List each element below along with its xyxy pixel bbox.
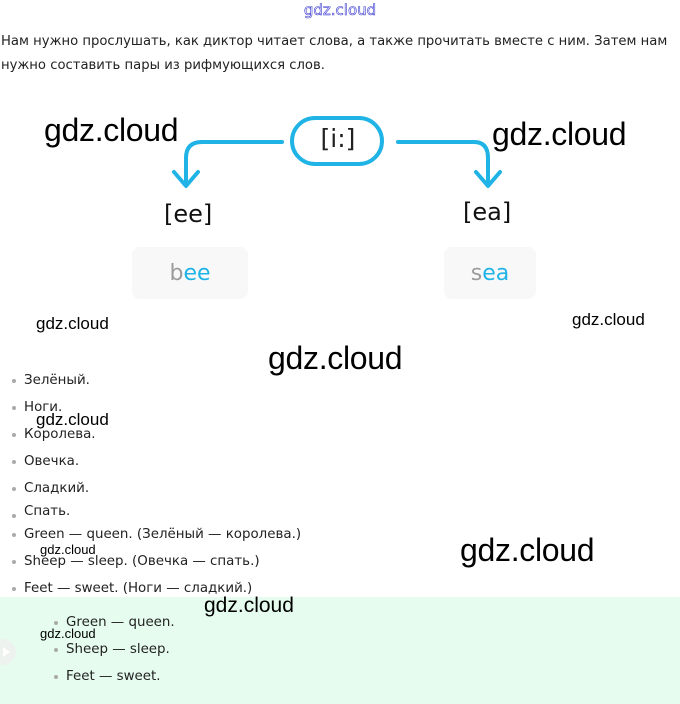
translations-list: Зелёный. Ноги. Королева. Овечка. Сладкий… (0, 367, 96, 522)
watermark: gdz.cloud (36, 314, 109, 333)
word-prefix: b (169, 260, 184, 286)
answer-block: Green — queen. Sheep — sleep. Feet — swe… (0, 597, 680, 704)
word-highlight: ea (482, 260, 510, 286)
list-item: Feet — sweet. (Ноги — сладкий.) (0, 575, 301, 602)
list-item: Green — queen. (Зелёный — королева.) (0, 521, 301, 548)
sound-diagram (172, 116, 502, 188)
right-spelling: [ea] (463, 198, 512, 226)
list-item: Sheep — sleep. (Овечка — спать.) (0, 548, 301, 575)
right-arrow-line (396, 140, 490, 184)
list-item: Sheep — sleep. (42, 636, 175, 663)
watermark: gdz.cloud (492, 116, 627, 152)
list-item: Green — queen. (42, 609, 175, 636)
play-icon (3, 647, 10, 657)
watermark: gdz.cloud (40, 626, 96, 641)
watermark: gdz.cloud (268, 340, 403, 376)
list-item: Овечка. (0, 448, 96, 475)
watermark: gdz.cloud (204, 594, 294, 617)
watermark: gdz.cloud (44, 112, 179, 148)
play-button[interactable] (0, 639, 16, 665)
pairs-list: Green — queen. (Зелёный — королева.) She… (0, 521, 301, 602)
watermark: gdz.cloud (40, 542, 96, 557)
list-item: Зелёный. (0, 367, 96, 394)
left-arrow-head (172, 170, 200, 188)
watermark: gdz.cloud (36, 410, 109, 429)
list-item: Королева. (0, 421, 96, 448)
list-item: Сладкий. (0, 475, 96, 502)
intro-text: Нам нужно прослушать, как диктор читает … (1, 34, 668, 73)
right-arrow-head (474, 170, 502, 188)
list-item: Feet — sweet. (42, 663, 175, 690)
list-item: Спать. (0, 502, 96, 522)
word-highlight: ee (183, 260, 211, 286)
left-spelling: [ee] (164, 200, 213, 228)
watermark: gdz.cloud (460, 532, 595, 568)
watermark-header: gdz.cloud (303, 1, 377, 20)
watermark: gdz.cloud (572, 310, 645, 329)
answer-list: Green — queen. Sheep — sleep. Feet — swe… (42, 609, 175, 690)
list-item: Ноги. (0, 394, 96, 421)
center-pill (290, 116, 384, 166)
left-arrow-line (184, 140, 284, 184)
center-sound: [i:] (320, 124, 356, 153)
word-prefix: s (470, 260, 483, 286)
